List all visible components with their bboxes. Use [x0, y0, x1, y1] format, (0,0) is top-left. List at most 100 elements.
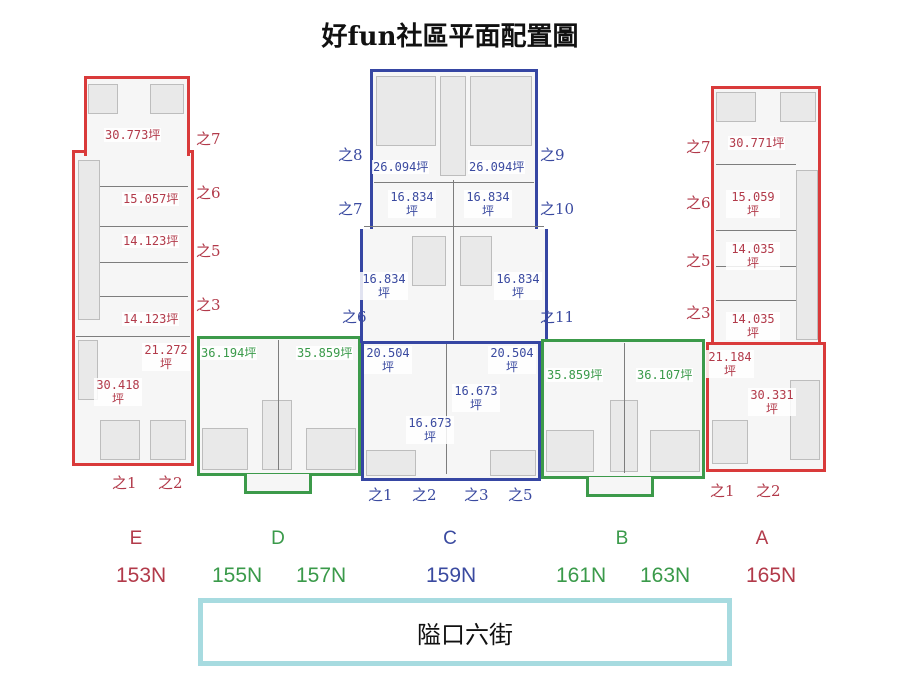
wall — [100, 226, 188, 227]
room — [490, 450, 536, 476]
area-label: 16.673坪 — [406, 416, 454, 444]
wall — [453, 180, 454, 340]
room — [546, 430, 594, 472]
room — [712, 420, 748, 464]
wall — [278, 340, 279, 470]
area-label: 15.059坪 — [726, 190, 780, 218]
address-157n: 157N — [296, 564, 347, 587]
room — [150, 84, 184, 114]
unit-label: 之5 — [508, 486, 533, 504]
wall — [76, 336, 190, 337]
area-label: 20.504坪 — [488, 346, 536, 374]
wall — [100, 262, 188, 263]
wall — [716, 164, 796, 165]
room — [716, 92, 756, 122]
area-label: 16.834坪 — [464, 190, 512, 218]
unit-label: 之3 — [196, 296, 221, 314]
unit-label: 之6 — [196, 184, 221, 202]
unit-label: 之1 — [368, 486, 393, 504]
unit-label: 之10 — [540, 200, 575, 218]
wall — [100, 186, 188, 187]
unit-label: 之3 — [686, 304, 711, 322]
stair-core — [460, 236, 492, 286]
area-label: 35.859坪 — [296, 346, 354, 360]
room — [366, 450, 416, 476]
address-161n: 161N — [556, 564, 607, 587]
corridor — [78, 160, 100, 320]
wall — [716, 300, 796, 301]
room — [88, 84, 118, 114]
wall — [100, 296, 188, 297]
building-label-e: E — [129, 528, 143, 549]
street-name: 隘口六街 — [417, 621, 513, 649]
unit-label: 之5 — [686, 252, 711, 270]
unit-label: 之9 — [540, 146, 565, 164]
building-b-stair-outline — [586, 477, 654, 497]
area-label: 26.094坪 — [372, 160, 430, 174]
room — [202, 428, 248, 470]
plan-title: 好fun社區平面配置圖 — [321, 22, 579, 52]
area-label: 30.418坪 — [94, 378, 142, 406]
unit-label: 之2 — [412, 486, 437, 504]
area-label: 30.771坪 — [728, 136, 786, 150]
area-label: 26.094坪 — [468, 160, 526, 174]
room — [470, 76, 532, 146]
room — [100, 420, 140, 460]
stair-core — [440, 76, 466, 176]
address-159n: 159N — [426, 564, 477, 587]
area-label: 16.834坪 — [360, 272, 408, 300]
area-label: 21.272坪 — [142, 343, 190, 371]
building-label-b: B — [615, 528, 629, 549]
area-label: 21.184坪 — [706, 350, 754, 378]
room — [780, 92, 816, 122]
area-label: 35.859坪 — [546, 368, 604, 382]
street-box: 隘口六街 — [198, 598, 732, 666]
unit-label: 之7 — [338, 200, 363, 218]
unit-label: 之3 — [464, 486, 489, 504]
address-163n: 163N — [640, 564, 691, 587]
unit-label: 之2 — [756, 482, 781, 500]
room — [150, 420, 186, 460]
unit-label: 之6 — [342, 308, 367, 326]
area-label: 36.107坪 — [636, 368, 694, 382]
building-label-d: D — [271, 528, 285, 549]
unit-label: 之1 — [112, 474, 137, 492]
building-d-stair-outline — [244, 474, 312, 494]
unit-label: 之1 — [710, 482, 735, 500]
area-label: 20.504坪 — [364, 346, 412, 374]
unit-label: 之11 — [540, 308, 575, 326]
area-label: 30.331坪 — [748, 388, 796, 416]
wall — [446, 344, 447, 474]
room — [650, 430, 700, 472]
room — [78, 340, 98, 400]
wall — [624, 343, 625, 473]
area-label: 14.123坪 — [122, 234, 180, 248]
area-label: 16.673坪 — [452, 384, 500, 412]
wall — [364, 226, 544, 227]
address-165n: 165N — [746, 564, 797, 587]
area-label: 14.035坪 — [726, 312, 780, 340]
area-label: 15.057坪 — [122, 192, 180, 206]
building-label-c: C — [443, 528, 457, 549]
unit-label: 之7 — [196, 130, 221, 148]
unit-label: 之6 — [686, 194, 711, 212]
area-label: 30.773坪 — [104, 128, 162, 142]
unit-label: 之5 — [196, 242, 221, 260]
corridor — [796, 170, 818, 340]
unit-label: 之8 — [338, 146, 363, 164]
area-label: 16.834坪 — [388, 190, 436, 218]
room — [306, 428, 356, 470]
wall — [716, 230, 796, 231]
room — [376, 76, 436, 146]
unit-label: 之2 — [158, 474, 183, 492]
wall — [374, 182, 534, 183]
stair-core — [262, 400, 292, 470]
address-155n: 155N — [212, 564, 263, 587]
stair-core — [412, 236, 446, 286]
area-label: 14.123坪 — [122, 312, 180, 326]
area-label: 14.035坪 — [726, 242, 780, 270]
address-153n: 153N — [116, 564, 167, 587]
area-label: 36.194坪 — [200, 346, 258, 360]
unit-label: 之7 — [686, 138, 711, 156]
area-label: 16.834坪 — [494, 272, 542, 300]
